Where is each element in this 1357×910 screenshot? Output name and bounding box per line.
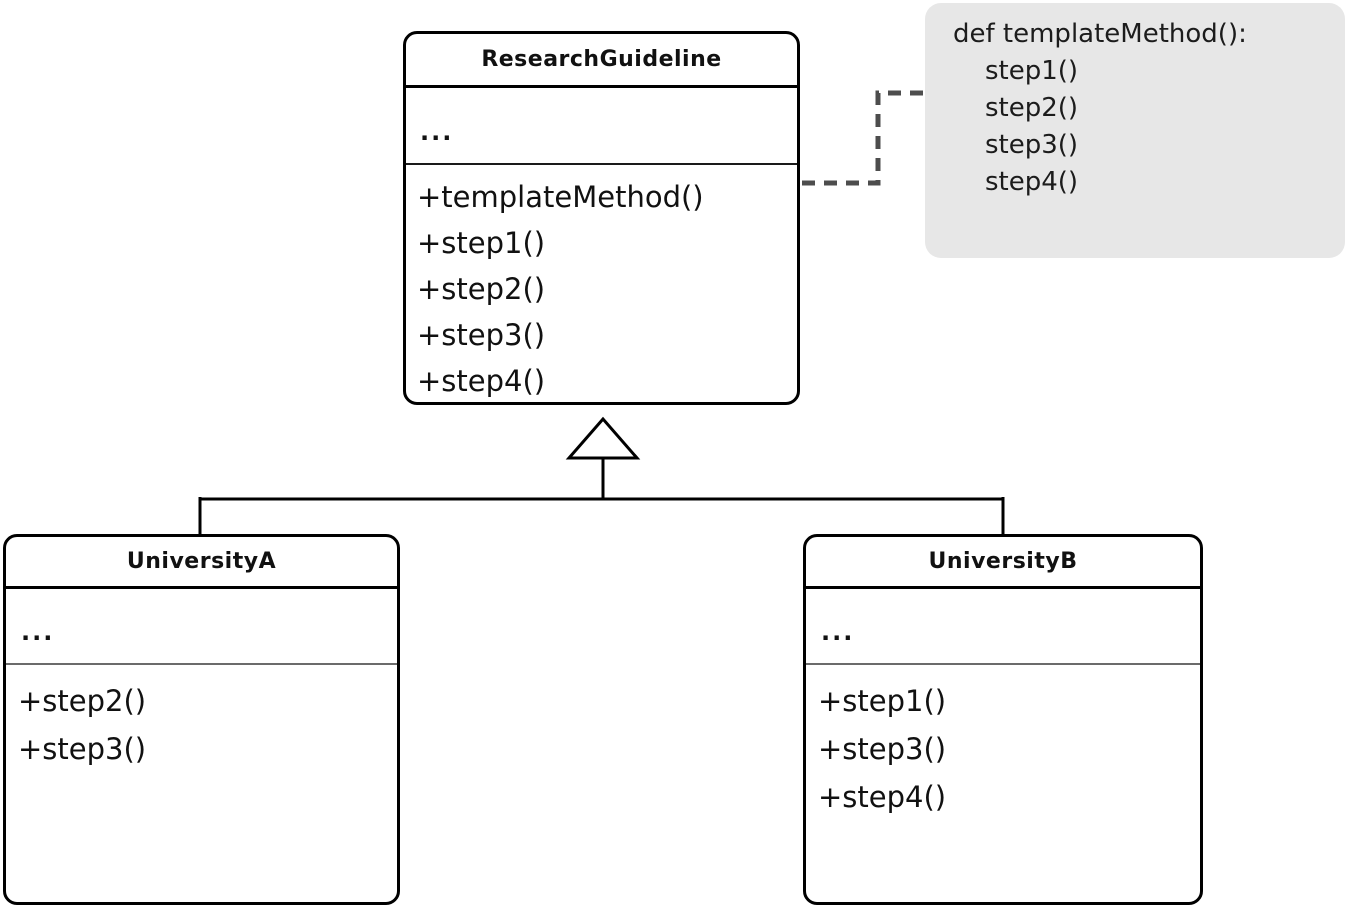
method-row: +step1() xyxy=(417,226,546,260)
generalization-triangle-icon xyxy=(565,416,641,460)
class-methods-section: +templateMethod() +step1() +step2() +ste… xyxy=(406,165,797,404)
class-name: ResearchGuideline xyxy=(406,34,797,88)
note-line: def templateMethod(): xyxy=(953,19,1247,49)
method-row: +step3() xyxy=(417,318,546,352)
note-line: step3() xyxy=(985,130,1079,160)
method-row: +step2() xyxy=(417,272,546,306)
class-name: UniversityA xyxy=(6,537,397,589)
class-attributes-section: ... xyxy=(406,88,797,165)
method-row: +step3() xyxy=(818,732,947,766)
class-box-universityb: UniversityB ... +step1() +step3() +step4… xyxy=(803,534,1203,905)
method-row: +step1() xyxy=(818,684,947,718)
method-row: +step3() xyxy=(18,732,147,766)
method-row: +step4() xyxy=(818,780,947,814)
method-row: +templateMethod() xyxy=(417,180,704,214)
note-line: step2() xyxy=(985,93,1079,123)
attributes-placeholder: ... xyxy=(821,618,855,646)
pseudocode-note: def templateMethod(): step1() step2() st… xyxy=(925,3,1345,258)
note-line: step1() xyxy=(985,56,1079,86)
note-line: step4() xyxy=(985,167,1079,197)
note-dashed-connector xyxy=(802,90,925,186)
class-box-researchguideline: ResearchGuideline ... +templateMethod() … xyxy=(403,31,800,405)
class-methods-section: +step2() +step3() xyxy=(6,665,397,902)
method-row: +step2() xyxy=(18,684,147,718)
class-attributes-section: ... xyxy=(806,589,1200,665)
class-box-universitya: UniversityA ... +step2() +step3() xyxy=(3,534,400,905)
method-row: +step4() xyxy=(417,364,546,398)
attributes-placeholder: ... xyxy=(420,117,454,146)
class-name: UniversityB xyxy=(806,537,1200,589)
attributes-placeholder: ... xyxy=(21,618,55,646)
class-attributes-section: ... xyxy=(6,589,397,665)
class-methods-section: +step1() +step3() +step4() xyxy=(806,665,1200,902)
